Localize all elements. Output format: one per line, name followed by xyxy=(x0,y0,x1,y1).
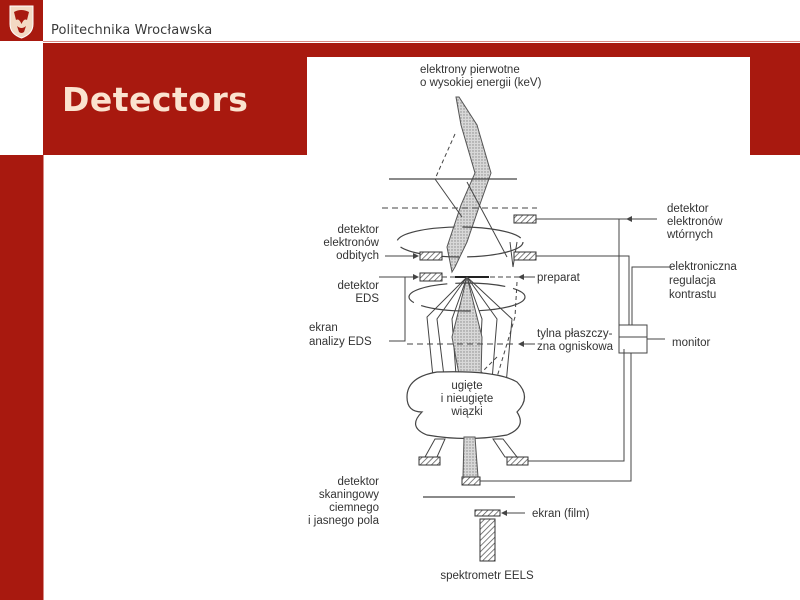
secondary-electron-detector xyxy=(513,214,537,224)
label-eds-screen-1: ekran xyxy=(309,322,338,334)
label-focal-2: zna ogniskowa xyxy=(537,341,614,353)
label-beams-3: wiązki xyxy=(450,406,482,418)
label-eds-2: EDS xyxy=(355,293,379,305)
label-focal-1: tylna płaszczy- xyxy=(537,328,613,340)
beams-region xyxy=(406,371,526,440)
label-backscatter-3: odbitych xyxy=(336,250,379,262)
bright-field-detector xyxy=(461,476,481,486)
diffracted-beam-left xyxy=(424,438,446,458)
electron-beam xyxy=(446,96,492,274)
detector-diagram: elektrony pierwotne o wysokiej energii (… xyxy=(307,57,750,587)
diffracted-beam-right xyxy=(492,438,519,458)
page-title: Detectors xyxy=(62,80,249,119)
label-contrast-3: kontrastu xyxy=(669,289,716,301)
label-beams-2: i nieugięte xyxy=(441,393,493,405)
ray xyxy=(466,181,508,258)
label-backscatter-2: elektronów xyxy=(323,237,379,249)
brand-name: Politechnika Wrocławska xyxy=(51,23,213,38)
label-screen: ekran (film) xyxy=(532,508,590,520)
eagle-crest-icon xyxy=(9,5,34,39)
label-eds-1: detektor xyxy=(337,280,379,292)
ray-dashed xyxy=(434,133,456,180)
label-secondary-2: elektronów xyxy=(667,216,723,228)
objective-lens-upper xyxy=(396,226,524,258)
label-stem-3: ciemnego xyxy=(329,502,379,514)
ray xyxy=(434,178,463,218)
connector-eds-screen xyxy=(389,277,406,342)
label-eds-screen-2: analizy EDS xyxy=(309,336,372,348)
label-primary-electrons-1: elektrony pierwotne xyxy=(420,64,520,76)
dark-field-detector-right xyxy=(506,456,529,466)
eels-spectrometer xyxy=(479,518,496,562)
left-accent-bar xyxy=(0,155,44,600)
ray xyxy=(509,241,518,268)
label-contrast-2: regulacja xyxy=(669,275,716,287)
label-stem-4: i jasnego pola xyxy=(308,515,380,527)
label-contrast-1: elektroniczna xyxy=(669,261,737,273)
label-stem-2: skaningowy xyxy=(319,489,379,501)
label-beams-1: ugięte xyxy=(451,380,482,392)
backscatter-detector-right xyxy=(513,251,537,261)
label-secondary-3: wtórnych xyxy=(666,229,713,241)
film-plate xyxy=(474,509,501,517)
eds-detector xyxy=(419,272,443,282)
objective-lens-lower xyxy=(408,282,526,312)
university-logo xyxy=(0,0,43,41)
label-primary-electrons-2: o wysokiej energii (keV) xyxy=(420,77,542,89)
dark-field-detector-left xyxy=(418,456,441,466)
header-divider xyxy=(43,41,800,42)
label-backscatter-1: detektor xyxy=(337,224,379,236)
label-monitor: monitor xyxy=(672,337,711,349)
label-specimen: preparat xyxy=(537,272,581,284)
backscatter-detector xyxy=(419,251,443,261)
label-eels: spektrometr EELS xyxy=(440,570,534,582)
label-stem-1: detektor xyxy=(337,476,379,488)
direct-beam xyxy=(462,436,479,478)
label-secondary-1: detektor xyxy=(667,203,709,215)
